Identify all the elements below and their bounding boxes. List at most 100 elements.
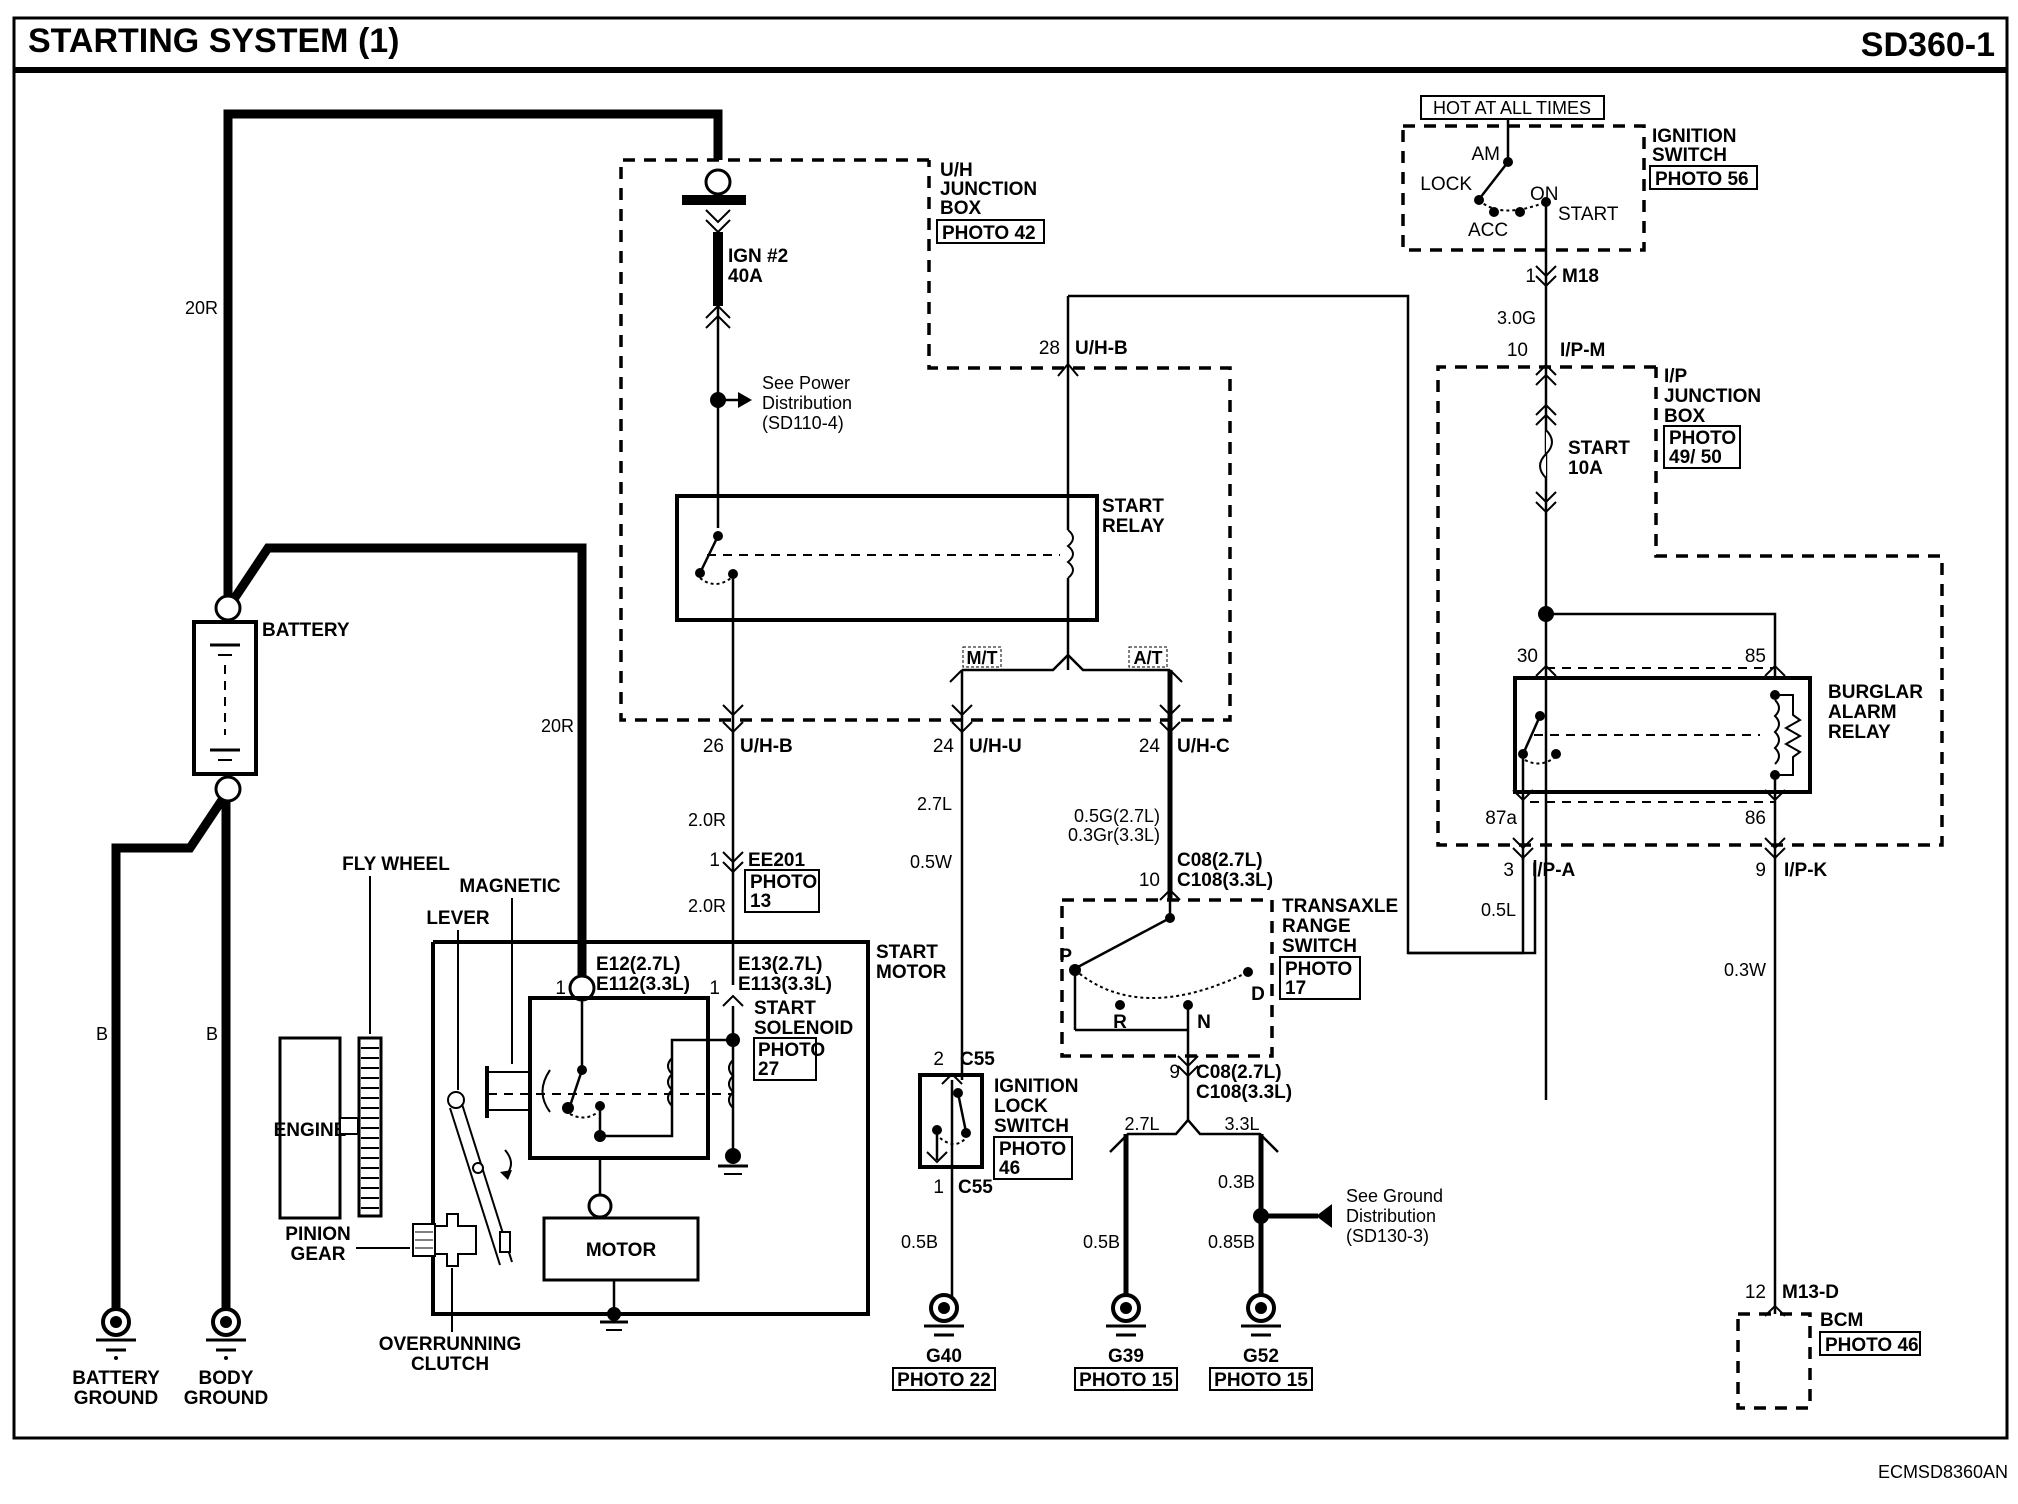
svg-text:E13(2.7L): E13(2.7L)	[738, 954, 822, 975]
svg-text:MOTOR: MOTOR	[586, 1240, 657, 1261]
svg-text:SWITCH: SWITCH	[1652, 145, 1727, 166]
svg-text:AM: AM	[1472, 144, 1501, 165]
svg-text:13: 13	[750, 891, 771, 912]
svg-text:U/H: U/H	[940, 160, 973, 181]
battery-neg-terminal	[214, 775, 242, 803]
battery-pos-terminal	[214, 594, 242, 622]
wire-label: 0.3Gr(3.3L)	[1068, 825, 1160, 845]
svg-text:EE201: EE201	[748, 850, 805, 871]
svg-text:BOX: BOX	[1664, 406, 1706, 427]
svg-text:E112(3.3L): E112(3.3L)	[596, 974, 690, 995]
ground-label: GROUND	[74, 1388, 158, 1409]
wire-label: 2.7L	[1124, 1114, 1159, 1134]
svg-text:C55: C55	[958, 1177, 993, 1198]
svg-text:(SD110-4): (SD110-4)	[762, 413, 844, 433]
svg-text:CLUTCH: CLUTCH	[411, 1354, 489, 1375]
svg-text:N: N	[1197, 1012, 1211, 1033]
svg-text:26: 26	[703, 736, 724, 757]
photo-ref: PHOTO 42	[942, 223, 1036, 244]
wire-label: B	[206, 1024, 218, 1044]
ground-label: BATTERY	[72, 1368, 160, 1389]
svg-text:SOLENOID: SOLENOID	[754, 1018, 853, 1039]
svg-text:BCM: BCM	[1820, 1310, 1863, 1331]
svg-text:U/H-B: U/H-B	[740, 736, 793, 757]
wire-label: 0.3B	[1218, 1172, 1255, 1192]
svg-text:U/H-U: U/H-U	[969, 736, 1022, 757]
battery-ground: BATTERY GROUND	[72, 1307, 160, 1409]
wire-label: 2.0R	[688, 896, 726, 916]
svg-text:ACC: ACC	[1468, 220, 1508, 241]
svg-text:See Ground: See Ground	[1346, 1186, 1443, 1206]
svg-text:PHOTO: PHOTO	[750, 872, 817, 893]
fuse-start: START 10A	[1535, 403, 1630, 514]
svg-text:I/P: I/P	[1664, 366, 1688, 387]
ground-label: GROUND	[184, 1388, 268, 1409]
svg-text:1: 1	[709, 978, 720, 999]
svg-text:U/H-C: U/H-C	[1177, 736, 1230, 757]
svg-text:1: 1	[933, 1177, 944, 1198]
svg-text:PHOTO 56: PHOTO 56	[1655, 169, 1749, 190]
svg-text:SWITCH: SWITCH	[1282, 936, 1357, 957]
at-tag	[1128, 646, 1168, 668]
svg-text:9: 9	[1169, 1062, 1180, 1083]
svg-text:PHOTO: PHOTO	[1669, 428, 1736, 449]
wire-label: 20R	[541, 716, 574, 736]
svg-text:49/ 50: 49/ 50	[1669, 447, 1722, 468]
svg-text:M13-D: M13-D	[1782, 1282, 1839, 1303]
page-code: SD360-1	[1861, 26, 1995, 64]
ground-g40: G40 PHOTO 22	[892, 1293, 996, 1391]
battery-label: BATTERY	[262, 620, 350, 641]
wire-label: 3.0G	[1497, 308, 1536, 328]
wire-label: 2.7L	[917, 794, 952, 814]
ip-junction-box: I/P JUNCTION BOX PHOTO 49/ 50	[1436, 365, 1944, 847]
svg-text:I/P-M: I/P-M	[1560, 340, 1605, 361]
svg-text:E113(3.3L): E113(3.3L)	[738, 974, 832, 995]
svg-text:TRANSAXLE: TRANSAXLE	[1282, 896, 1398, 917]
svg-text:LEVER: LEVER	[426, 908, 490, 929]
svg-text:G40: G40	[926, 1346, 962, 1367]
svg-text:E12(2.7L): E12(2.7L)	[596, 954, 680, 975]
svg-text:LOCK: LOCK	[1420, 174, 1472, 195]
connector-ee201: 1 EE201 PHOTO 13	[709, 850, 820, 913]
svg-text:24: 24	[1139, 736, 1161, 757]
wire-label: 0.5W	[910, 852, 952, 872]
svg-text:START: START	[1558, 204, 1619, 225]
battery-circuit: BATTERY 20R 20R B B	[96, 109, 723, 1315]
svg-text:Distribution: Distribution	[1346, 1206, 1436, 1226]
fuse-ign2: IGN #2 40A	[682, 168, 788, 329]
svg-text:START: START	[754, 998, 816, 1019]
svg-text:BURGLAR: BURGLAR	[1828, 682, 1923, 703]
svg-text:PHOTO 15: PHOTO 15	[1079, 1370, 1173, 1391]
ground-g39: G39 PHOTO 15	[1074, 1293, 1178, 1391]
page-frame	[12, 16, 2009, 1440]
svg-text:IGNITION: IGNITION	[994, 1076, 1078, 1097]
svg-text:PINION: PINION	[285, 1224, 350, 1245]
connector-uhb26: 26 U/H-B	[703, 704, 793, 757]
svg-text:ON: ON	[1530, 184, 1559, 205]
svg-text:ALARM: ALARM	[1828, 702, 1897, 723]
svg-text:PHOTO: PHOTO	[999, 1139, 1066, 1160]
connector-m18: 1 M18	[1525, 265, 1599, 288]
svg-text:RANGE: RANGE	[1282, 916, 1351, 937]
svg-text:Distribution: Distribution	[762, 393, 852, 413]
svg-text:(SD130-3): (SD130-3)	[1346, 1226, 1429, 1246]
ignition-lock-switch: 2 C55 1 C55 IGNITION LOCK SWITCH PHOTO 4…	[918, 1049, 1078, 1300]
wire-label: 0.5G(2.7L)	[1074, 806, 1160, 826]
mt-label: M/T	[967, 648, 998, 668]
wire-label: 0.3W	[1724, 960, 1766, 980]
svg-text:28: 28	[1039, 338, 1060, 359]
svg-text:I/P-K: I/P-K	[1784, 860, 1828, 881]
wire-label: 3.3L	[1224, 1114, 1259, 1134]
connector-c08-bot: 9 C08(2.7L) C108(3.3L)	[1169, 1055, 1292, 1103]
svg-text:U/H-B: U/H-B	[1075, 338, 1128, 359]
svg-text:9: 9	[1755, 860, 1766, 881]
svg-text:LOCK: LOCK	[994, 1096, 1048, 1117]
svg-text:D: D	[1251, 984, 1265, 1005]
wire-label: 0.5L	[1481, 900, 1516, 920]
at-label: A/T	[1134, 648, 1163, 668]
svg-text:BOX: BOX	[940, 198, 982, 219]
svg-text:GEAR: GEAR	[291, 1244, 346, 1265]
svg-text:1: 1	[709, 850, 720, 871]
wire-label: 0.5B	[1083, 1232, 1120, 1252]
